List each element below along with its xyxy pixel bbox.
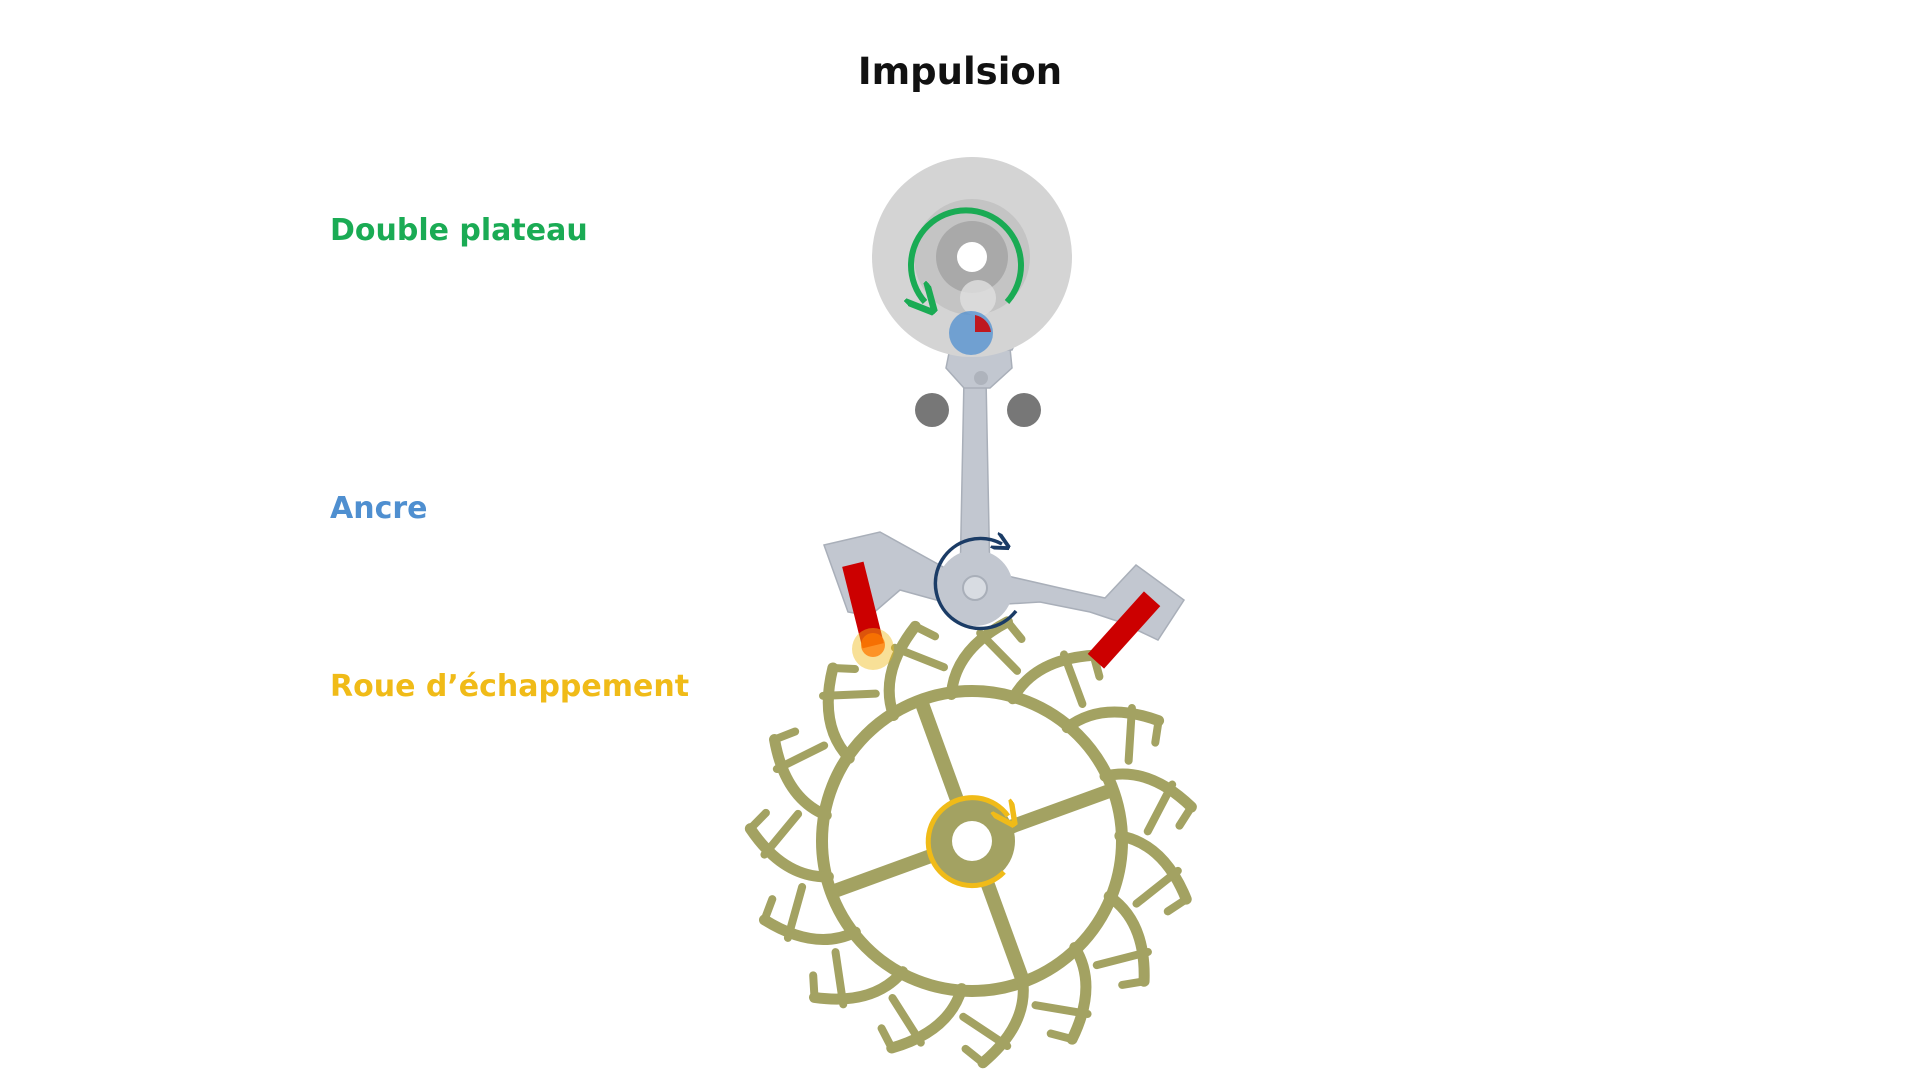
label-roue-echappement: Roue d’échappement [330, 669, 690, 704]
escape-wheel-tooth-stem [1103, 890, 1150, 987]
escape-wheel-tooth-hook [1175, 802, 1196, 830]
escape-wheel-tooth [760, 727, 832, 859]
escape-wheel-tooth-hook [770, 727, 800, 744]
banking-pin-right [1007, 393, 1041, 427]
anchor-pivot [962, 575, 988, 601]
roller-arbor-hole [957, 242, 987, 272]
escape-wheel-tooth-branch [1124, 703, 1136, 765]
escape-wheel-tooth-branch [760, 809, 803, 859]
escape-wheel-tooth-stem [977, 974, 1029, 1069]
escape-wheel-tooth-branch [1092, 947, 1152, 970]
escape-wheel-tooth-branch [772, 741, 829, 774]
escape-wheel-tooth-stem [1114, 830, 1192, 905]
escape-wheel-tooth-hook [809, 971, 819, 1002]
anchor [823, 314, 1186, 641]
escape-wheel-tooth [809, 966, 925, 1047]
escape-wheel-tooth-branch [831, 948, 848, 1009]
escape-wheel-tooth-stem [822, 662, 855, 764]
escape-wheel-tooth-stem [809, 966, 909, 1005]
double-plateau [872, 157, 1072, 357]
escape-wheel-tooth [961, 974, 1092, 1069]
escape-wheel-tooth [1114, 780, 1192, 916]
escape-wheel-tooth [1099, 703, 1197, 830]
escape-wheel-tooth-hook [828, 664, 860, 674]
escape-wheel-tooth-stem [758, 914, 861, 945]
pallet-stone-exit [1087, 591, 1161, 669]
escape-wheel-tooth-hook [1003, 617, 1026, 643]
escape-wheel-tooth-branch [1132, 866, 1182, 908]
escape-wheel-tooth [819, 620, 940, 721]
escape-wheel-tooth [772, 662, 860, 774]
clockwise-arrow-icon [933, 538, 1018, 631]
page-title: Impulsion [857, 50, 1063, 93]
escape-wheel-tooth-stem [1007, 649, 1100, 705]
escape-wheel-tooth-hook [1151, 716, 1163, 747]
escape-wheel-tooth-stem [769, 734, 832, 821]
escape-wheel [744, 616, 1197, 1069]
roller-crescent [960, 280, 996, 316]
escape-wheel-arbor-hole [952, 821, 992, 861]
escape-wheel-tooth-stem [945, 616, 1013, 700]
escape-wheel-tooth [758, 895, 861, 1009]
escape-wheel-tooth-stem [1061, 706, 1165, 734]
escape-wheel-tooth-hook [746, 808, 770, 833]
banking-pin-left [915, 393, 949, 427]
label-ancre: Ancre [330, 491, 428, 526]
escape-wheel-tooth-stem [883, 620, 921, 721]
escape-wheel-tooth [744, 808, 834, 942]
escape-wheel-tooth-stem [1099, 768, 1197, 813]
escape-wheel-tooth-hook [760, 895, 777, 924]
escape-wheel-tooth-branch [1059, 650, 1087, 708]
escape-wheel-tooth-branch [783, 882, 807, 942]
pallet-stone-entry [842, 561, 884, 649]
escape-wheel-tooth [877, 983, 1012, 1054]
label-double-plateau: Double plateau [330, 213, 588, 248]
escape-wheel-tooth-branch [819, 689, 880, 700]
escape-wheel-tooth-branch [976, 629, 1022, 675]
escape-wheel-tooth [1103, 866, 1182, 989]
escape-wheel-tooth-stem [1066, 941, 1092, 1045]
anchor-guard-pin [974, 371, 988, 385]
escape-wheel-tooth-hook [1046, 1029, 1077, 1044]
counterclockwise-arrow-icon [911, 207, 1024, 302]
escape-wheel-tooth-stem [744, 823, 834, 883]
impulse-pin-jewel [975, 315, 991, 332]
escape-wheel-tooth [1046, 941, 1152, 1045]
escape-wheel-tooth-branch [888, 994, 925, 1047]
escape-wheel-tooth [1059, 650, 1165, 747]
wheel-clockwise-arrow-icon [925, 795, 1008, 889]
escape-wheel-tooth-hook [961, 1044, 987, 1067]
escape-wheel-tooth-hook [1118, 977, 1149, 989]
escape-wheel-tooth-branch [1031, 1001, 1092, 1018]
escape-wheel-tooth-hook [911, 622, 940, 641]
escape-wheel-tooth-hook [877, 1024, 896, 1052]
escape-wheel-tooth-branch [959, 1012, 1012, 1050]
escape-wheel-tooth-hook [1163, 895, 1191, 916]
escape-wheel-tooth-stem [886, 983, 968, 1054]
impulse-contact-point [861, 633, 885, 657]
impulse-pin [949, 311, 993, 355]
escape-wheel-tooth-branch [1143, 780, 1177, 836]
